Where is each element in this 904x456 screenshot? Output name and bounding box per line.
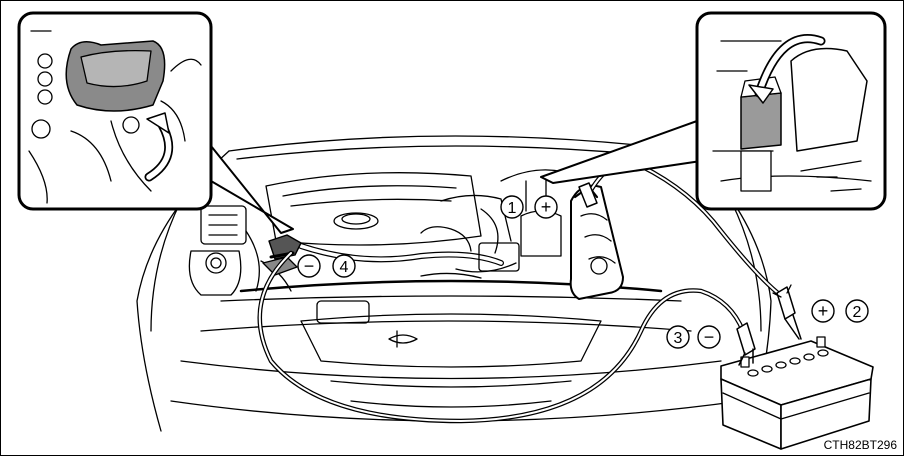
callout-sign-plus-battery: + [811,299,835,323]
image-code-label: CTH82BT296 [823,438,897,452]
callout-step-1: 1 [500,195,524,219]
callout-sign-plus-vehicle: + [534,195,558,219]
svg-text:3: 3 [674,330,683,347]
svg-text:+: + [818,301,829,321]
callout-sign-minus-vehicle: − [297,254,321,278]
svg-text:−: − [704,327,715,347]
svg-text:+: + [541,197,552,217]
booster-battery [720,336,874,450]
svg-text:2: 2 [853,304,862,321]
callout-step-3: 3 [666,325,690,349]
callout-step-4: 4 [332,254,356,278]
callout-sign-minus-battery: − [697,325,721,349]
svg-text:−: − [304,256,315,276]
inset-right [540,11,887,211]
ground-clamp [262,234,302,276]
engine-bay [188,169,582,296]
callout-step-2: 2 [845,299,869,323]
inset-left [17,11,294,234]
svg-text:1: 1 [508,200,517,217]
svg-text:4: 4 [340,259,349,276]
positive-terminal-cover [569,184,624,300]
